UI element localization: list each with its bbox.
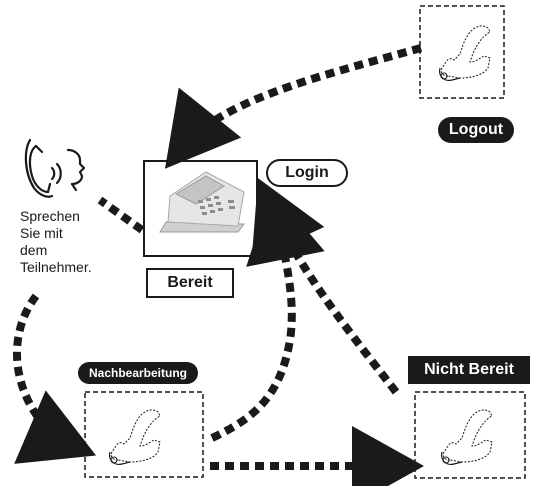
state-nachbearbeitung-label: Nachbearbeitung [78,362,198,384]
state-login-label: Login [266,159,348,187]
speech-line-1: Sprechen [20,208,80,224]
speech-line-3: dem [20,242,48,258]
desk-phone-icon [159,171,245,233]
speech-instruction: Sprechen Sie mit dem Teilnehmer. [20,208,92,276]
telephone-icon [439,25,491,81]
state-logout-label: Logout [438,117,514,143]
state-bereit-label: Bereit [146,268,234,298]
arrow-bereit-to-talk [97,196,145,234]
state-nicht-bereit-label: Nicht Bereit [408,356,530,384]
speech-line-4: Teilnehmer. [20,259,92,275]
nachbearbeitung-phone-box [84,391,204,478]
nicht-bereit-phone-box [414,391,526,479]
person-talking-on-phone-icon [24,138,86,198]
telephone-icon [441,409,493,465]
speech-line-2: Sie mit [20,225,63,241]
arrow-talk-to-nachbearbeitung [13,293,97,464]
telephone-icon [109,409,161,465]
bereit-phone-box [143,160,258,257]
arrows [13,44,424,486]
arrow-logout-to-bereit [164,44,423,169]
arrow-nichtbereit-to-bereit [251,178,400,395]
logout-phone-box [419,5,505,99]
